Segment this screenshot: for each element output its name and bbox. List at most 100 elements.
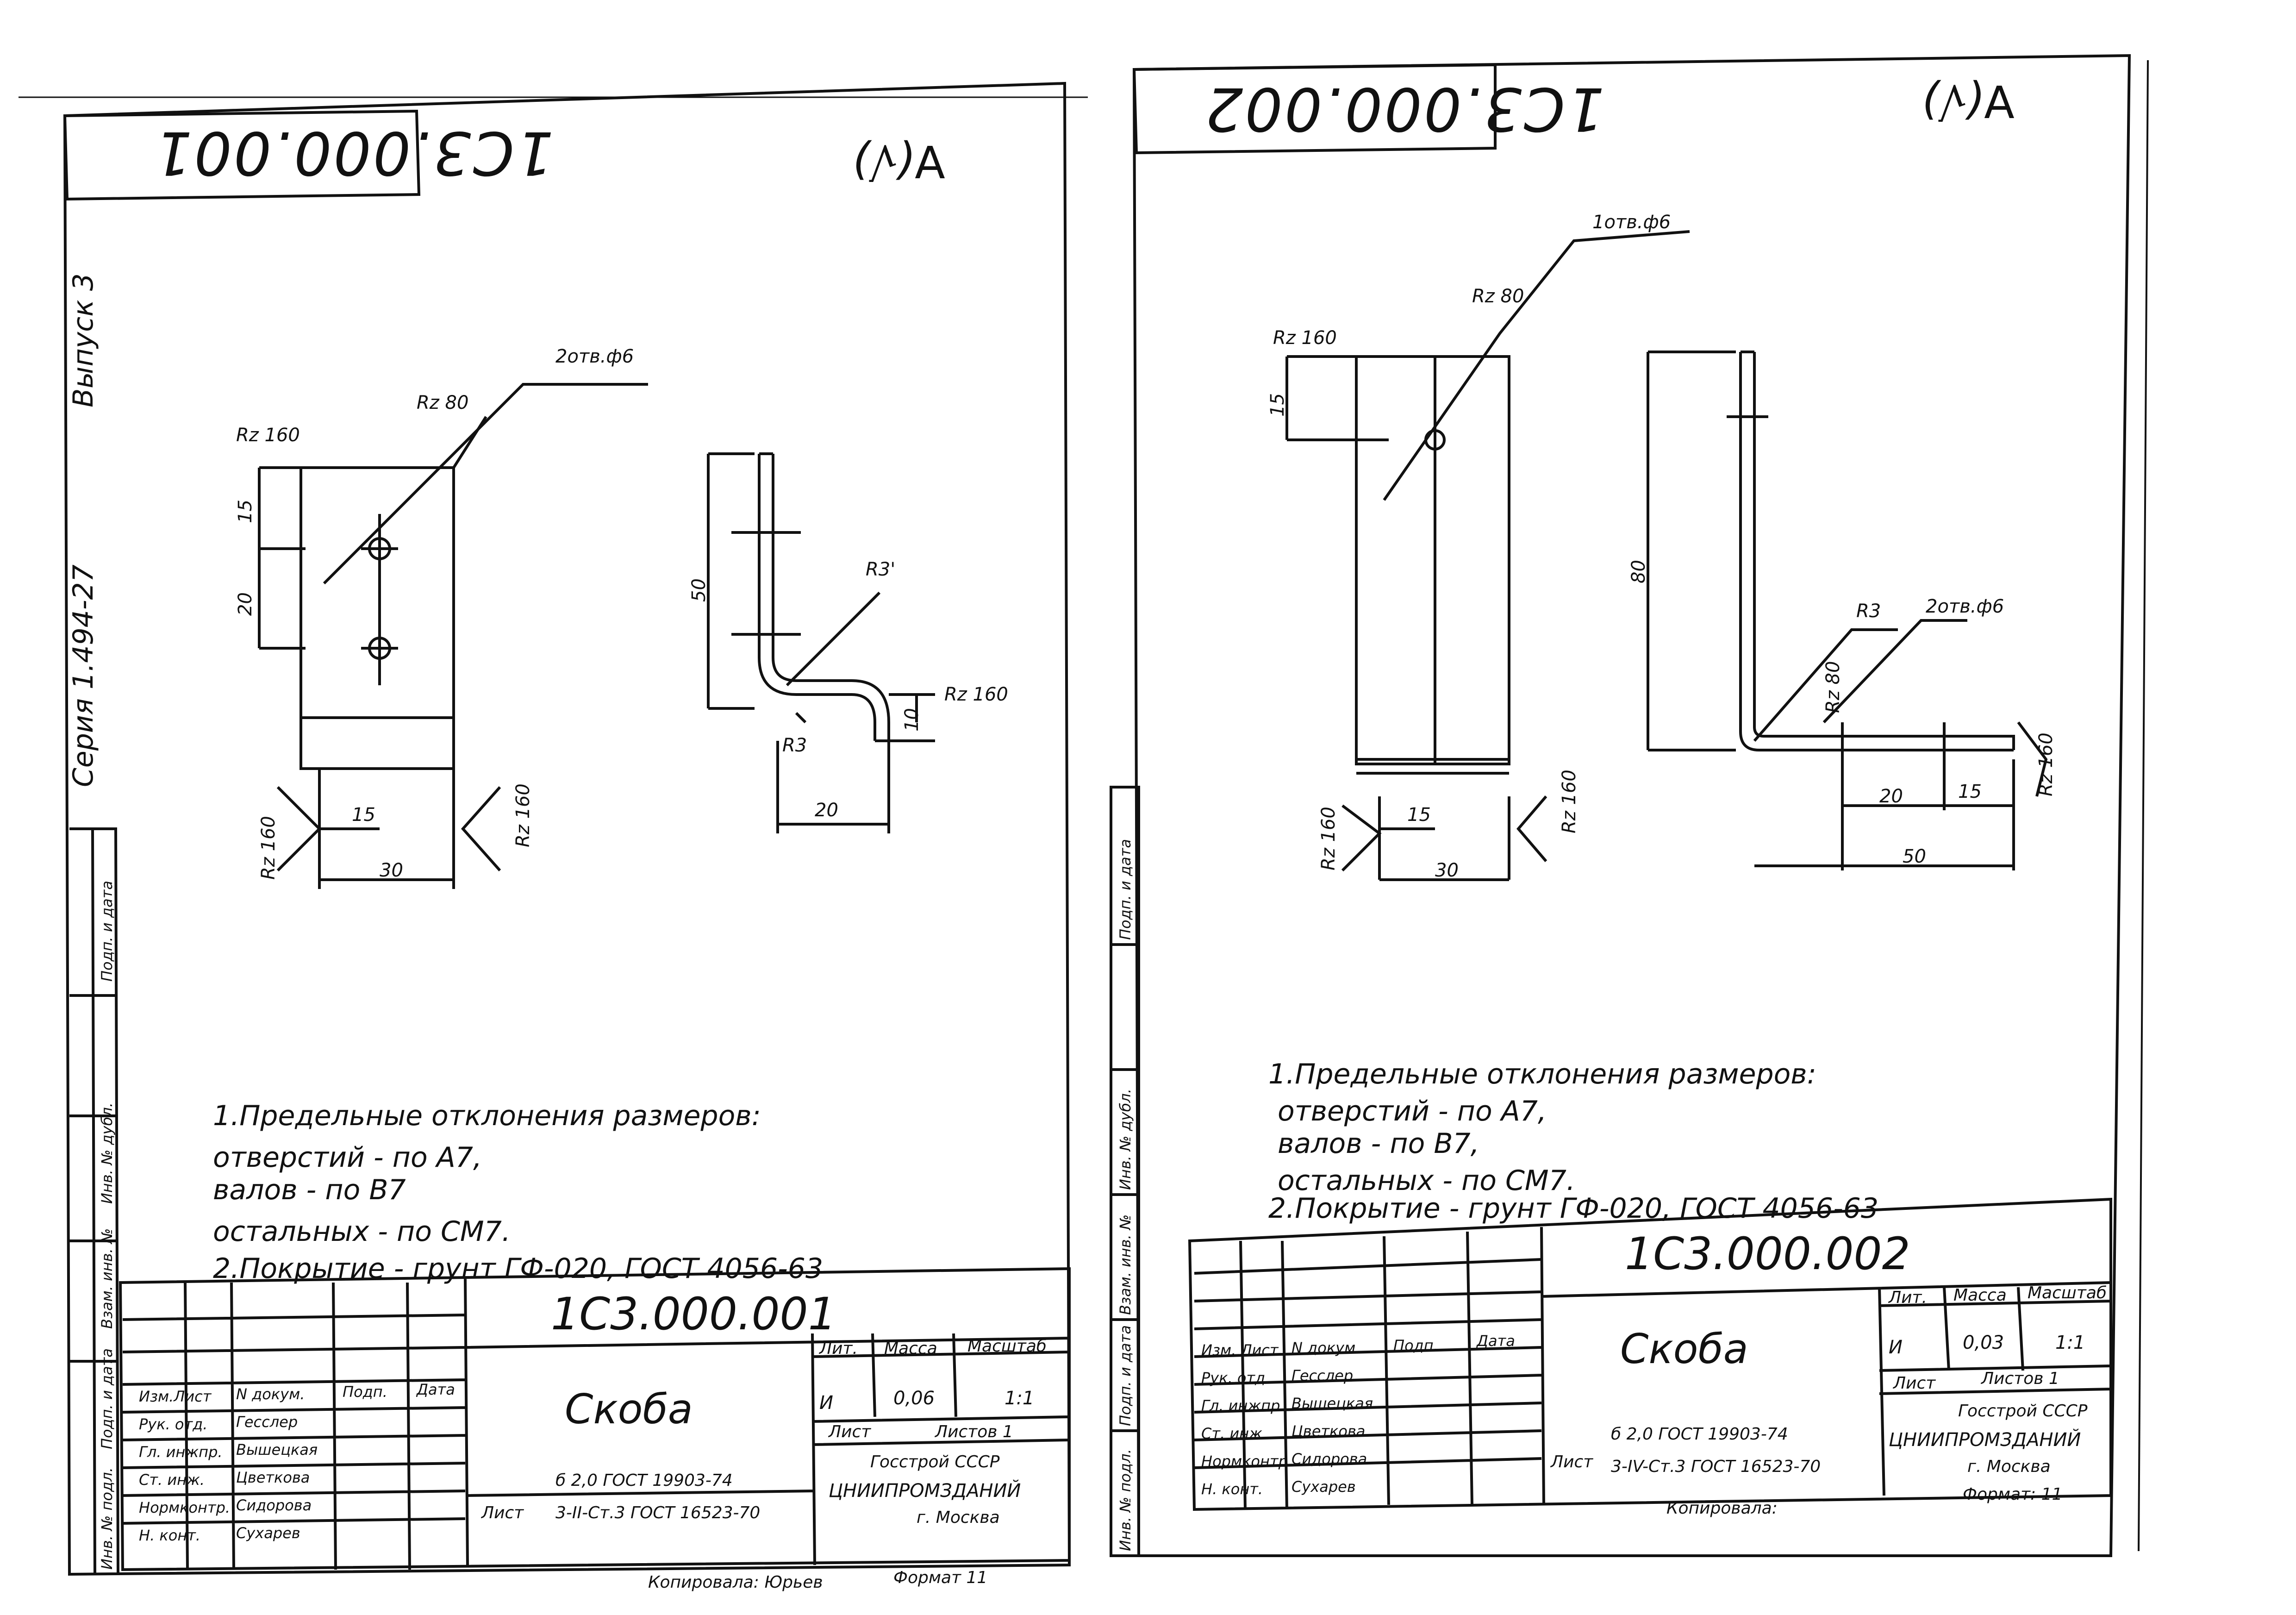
left-rz160-side: Rz 160 xyxy=(944,684,1008,705)
right-note-1: 1.Предельные отклонения размеров: xyxy=(1268,1058,1816,1090)
left-row-0-date: Дата xyxy=(417,1381,455,1398)
right-holes-callout: 2отв.ф6 xyxy=(1926,596,2004,617)
left-side-view xyxy=(758,454,890,741)
right-rz160-side: Rz 160 xyxy=(2035,732,2057,796)
right-format: Формат: 11 xyxy=(1963,1485,2063,1504)
right-note-2: 2.Покрытие - грунт ГФ-020, ГОСТ 4056-63 xyxy=(1268,1192,1879,1225)
left-row-1-role: Рук. отд. xyxy=(139,1415,208,1433)
right-side-cell-4: Инв. № дубл. xyxy=(1117,1089,1134,1190)
left-material-2: 3-II-Ст.3 ГОСТ 16523-70 xyxy=(555,1503,761,1522)
right-org-3: г. Москва xyxy=(1967,1457,2051,1476)
right-sheet-label: Лист xyxy=(1893,1374,1936,1393)
right-sheets-label: Листов 1 xyxy=(1981,1369,2059,1388)
left-doc-code: 1С3.000.001 xyxy=(551,1288,836,1340)
left-lit-value: И xyxy=(819,1392,833,1414)
right-mass-label: Масса xyxy=(1953,1286,2007,1305)
left-issue-label: Выпуск 3 xyxy=(67,273,100,407)
left-note-1b: валов - по В7 xyxy=(213,1174,406,1206)
right-lit-value: И xyxy=(1889,1337,1903,1358)
right-roughness-sign: ∀(√) xyxy=(1921,75,2015,127)
left-side-cell-1: Инв. № подл. xyxy=(98,1467,116,1570)
left-dim-20: 20 xyxy=(235,592,256,616)
right-mass-value: 0,03 xyxy=(1963,1332,2004,1353)
right-sheet-word: Лист xyxy=(1551,1452,1593,1471)
right-dim-r3: R3 xyxy=(1856,601,1881,622)
right-note-1c: остальных - по СМ7. xyxy=(1278,1164,1575,1197)
left-row-2-role: Гл. инжпр. xyxy=(139,1443,223,1461)
right-stamp-code: 1С3.000.002 xyxy=(1204,74,1605,143)
left-dim-15-front: 15 xyxy=(352,804,375,826)
left-dim-r3: R3 xyxy=(782,735,807,756)
left-row-3-name: Цветкова xyxy=(236,1469,310,1486)
right-hole-callout: 1отв.ф6 xyxy=(1592,212,1671,233)
left-row-1-name: Гесслер xyxy=(236,1413,298,1431)
left-scale-value: 1:1 xyxy=(1004,1388,1035,1409)
left-rz160-top: Rz 160 xyxy=(236,425,300,446)
right-title-block xyxy=(1188,1197,2112,1511)
right-org-2: ЦНИИПРОМЗДАНИЙ xyxy=(1889,1429,2081,1451)
right-row-1-role: Рук. отд. xyxy=(1201,1369,1270,1387)
left-org-1: Госстрой СССР xyxy=(870,1452,1000,1471)
left-mass-label: Масса xyxy=(884,1339,937,1358)
right-scale-label: Масштаб xyxy=(2028,1283,2107,1302)
left-title-block xyxy=(119,1267,1071,1571)
left-rz80: Rz 80 xyxy=(417,392,469,413)
right-dim-80: 80 xyxy=(1628,560,1649,583)
right-row-0-sign: Подп. xyxy=(1393,1337,1438,1354)
right-row-3-name: Цветкова xyxy=(1292,1422,1366,1440)
right-rz160-bottom: Rz 160 xyxy=(1318,807,1339,870)
right-note-1b: валов - по В7, xyxy=(1278,1127,1479,1160)
right-row-0-role: Изм. Лист xyxy=(1201,1341,1279,1359)
left-row-4-role: Нормконтр. xyxy=(139,1499,231,1516)
left-front-view xyxy=(299,466,455,770)
right-rz80-side: Rz 80 xyxy=(1822,661,1844,713)
left-row-5-name: Сухарев xyxy=(236,1524,300,1542)
left-note-1a: отверстий - по А7, xyxy=(213,1141,482,1174)
right-sheet-border xyxy=(1132,54,2131,1557)
left-org-2: ЦНИИПРОМЗДАНИЙ xyxy=(829,1480,1021,1502)
left-material-1: б 2,0 ГОСТ 19903-74 xyxy=(555,1471,733,1490)
right-stamp-box xyxy=(1132,63,1497,155)
right-part-name: Скоба xyxy=(1620,1325,1748,1373)
right-material-1: б 2,0 ГОСТ 19903-74 xyxy=(1611,1425,1788,1444)
left-part-name: Скоба xyxy=(565,1385,693,1433)
right-side-cell-5: Подп. и дата xyxy=(1117,839,1134,940)
left-sheets-label: Листов 1 xyxy=(935,1422,1013,1441)
right-row-0-date: Дата xyxy=(1477,1332,1515,1350)
right-doc-code: 1С3.000.002 xyxy=(1625,1228,1910,1280)
right-dim-15-front: 15 xyxy=(1407,804,1431,826)
left-dim-50: 50 xyxy=(688,578,710,602)
left-row-0-sign: Подп. xyxy=(343,1383,387,1401)
right-side-cell-2: Подп. и дата xyxy=(1117,1325,1134,1426)
left-dim-10: 10 xyxy=(901,708,923,732)
left-sheet-border xyxy=(63,81,1071,1576)
left-side-cell-5: Подп. и дата xyxy=(98,881,116,982)
right-side-view xyxy=(1739,352,2015,751)
left-row-2-name: Вышецкая xyxy=(236,1441,318,1459)
left-row-5-role: Н. конт. xyxy=(139,1527,201,1544)
right-row-1-name: Гесслер xyxy=(1292,1367,1354,1384)
left-dim-r3-top: R3' xyxy=(866,559,896,580)
right-row-5-name: Сухарев xyxy=(1292,1478,1356,1496)
left-rz160-right: Rz 160 xyxy=(512,783,534,847)
right-dim-20: 20 xyxy=(1879,786,1903,807)
right-row-0-name: N докум. xyxy=(1292,1339,1360,1357)
right-row-4-name: Сидорова xyxy=(1292,1450,1367,1468)
left-side-table xyxy=(69,827,119,1575)
left-roughness-sign: ∀(√) xyxy=(852,135,945,187)
left-series-label: Серия 1.494-27 xyxy=(67,564,100,787)
left-note-2: 2.Покрытие - грунт ГФ-020, ГОСТ 4056-63 xyxy=(213,1252,824,1285)
right-side-table xyxy=(1110,786,1140,1557)
left-stamp-code: 1С3.000.001 xyxy=(153,118,554,187)
left-scale-label: Масштаб xyxy=(967,1337,1047,1356)
left-dim-15: 15 xyxy=(235,500,256,523)
left-sheet-label: Лист xyxy=(829,1422,871,1441)
left-row-0-name: N докум. xyxy=(236,1385,305,1403)
left-row-4-name: Сидорова xyxy=(236,1496,312,1514)
right-dim-30: 30 xyxy=(1435,860,1459,881)
left-mass-value: 0,06 xyxy=(893,1388,935,1409)
right-dim-15-side: 15 xyxy=(1958,781,1982,802)
right-front-view xyxy=(1355,355,1510,765)
left-side-cell-2: Подп. и дата xyxy=(98,1348,116,1449)
